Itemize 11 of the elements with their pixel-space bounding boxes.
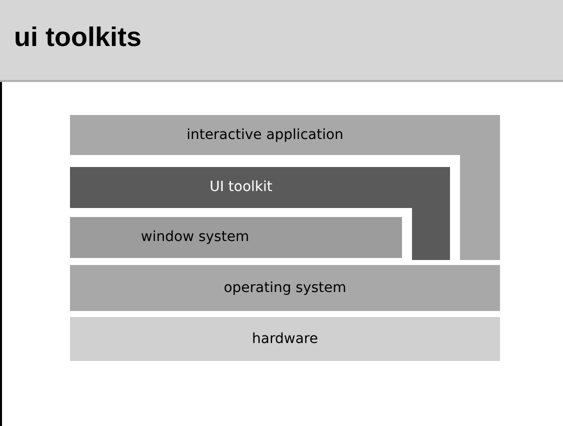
layer-l-shape bbox=[70, 115, 500, 260]
layer-bar bbox=[70, 217, 402, 258]
layer-l-shape bbox=[70, 167, 450, 260]
layer-label: hardware bbox=[251, 330, 319, 349]
layer-label: UI toolkit bbox=[208, 178, 274, 197]
layer-bar bbox=[70, 317, 500, 361]
layer-label: operating system bbox=[222, 279, 348, 298]
layer-label: interactive application bbox=[186, 126, 344, 145]
layer-bar bbox=[70, 265, 500, 311]
layer-label: window system bbox=[140, 228, 250, 247]
slide-title: ui toolkits bbox=[14, 22, 142, 53]
